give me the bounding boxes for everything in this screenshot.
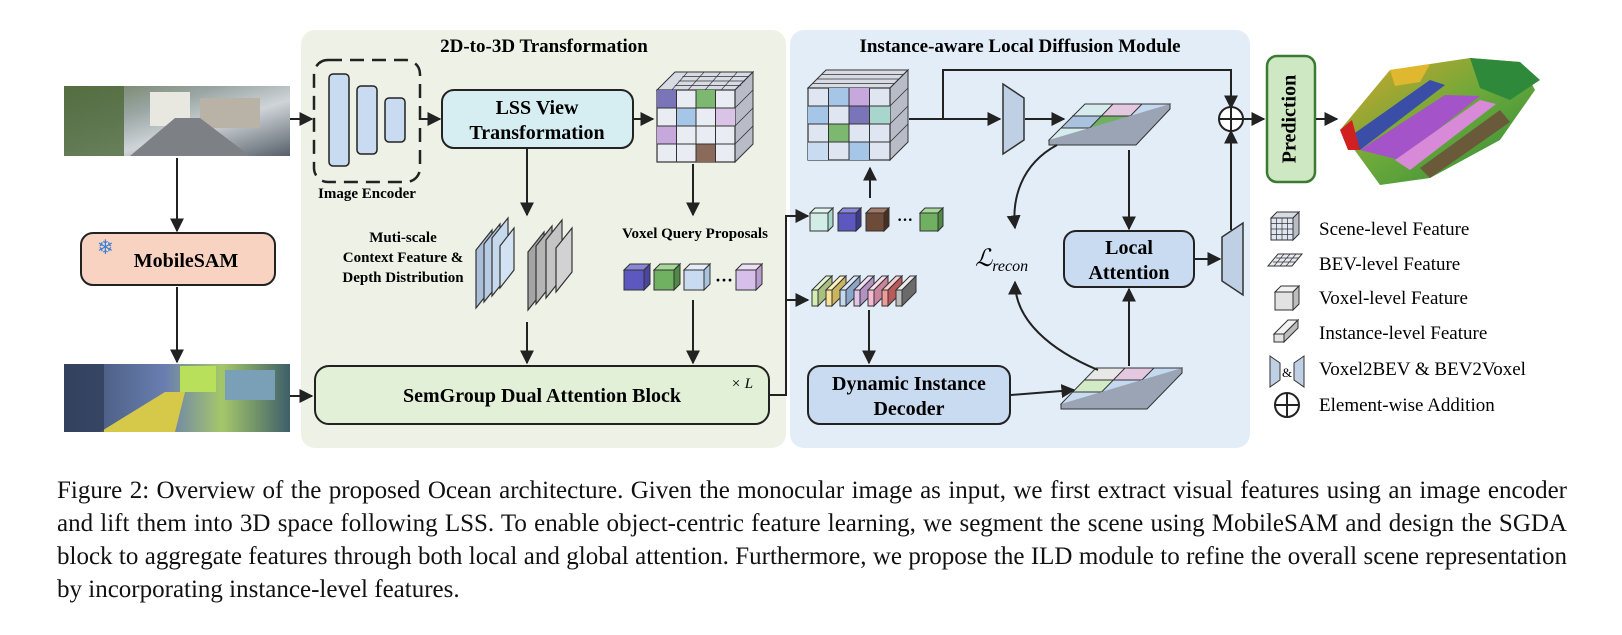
section-title-2d3d: 2D-to-3D Transformation — [440, 36, 648, 57]
scene-feature-cube-2 — [806, 68, 910, 162]
bev-grid-top — [1047, 103, 1172, 146]
svg-text:···: ··· — [897, 212, 913, 229]
voxel-query-label: Voxel Query Proposals — [622, 226, 768, 242]
segmented-image — [64, 364, 290, 432]
legend-label-0: Scene-level Feature — [1319, 219, 1469, 240]
voxel-cubes-row: ··· — [808, 206, 945, 233]
scene-feature-cube-1 — [655, 70, 755, 164]
mobilesam-label: MobileSAM — [134, 250, 239, 272]
mobilesam-box — [80, 232, 276, 286]
scene-grid-icon — [1269, 210, 1301, 242]
legend-label-4: Voxel2BEV & BEV2Voxel — [1319, 359, 1526, 380]
local-attention-box — [1063, 230, 1195, 288]
legend: Scene-level Feature BEV-level Feature Vo… — [1266, 210, 1526, 418]
decoder-label-line2: Decoder — [873, 398, 944, 420]
decoder-label-line1: Dynamic Instance — [832, 373, 986, 395]
dynamic-instance-decoder-box — [807, 365, 1011, 425]
multiscale-label-line3: Depth Distribution — [342, 270, 464, 286]
lss-label-line1: LSS View — [496, 97, 579, 119]
architecture-diagram: 2D-to-3D Transformation Instance-aware L… — [64, 30, 1540, 448]
legend-label-2: Voxel-level Feature — [1319, 288, 1468, 309]
figure-caption: Figure 2: Overview of the proposed Ocean… — [57, 477, 1567, 603]
bev-grid-icon — [1266, 253, 1304, 267]
legend-label-1: BEV-level Feature — [1319, 254, 1460, 275]
legend-label-3: Instance-level Feature — [1319, 323, 1487, 344]
lss-view-transformation-box — [441, 89, 634, 149]
bev2voxel-module — [1221, 221, 1244, 297]
sgda-label: SemGroup Dual Attention Block — [403, 385, 682, 407]
voxel2bev-module — [1002, 82, 1025, 156]
svg-text:&: & — [1282, 365, 1292, 380]
prediction-box — [1265, 54, 1317, 184]
local-attention-line1: Local — [1105, 237, 1153, 259]
voxel-query-cubes: ··· — [622, 262, 764, 292]
depth-distribution-stack-grey — [527, 218, 573, 312]
sgda-block — [314, 365, 770, 425]
local-attention-line2: Attention — [1088, 262, 1169, 284]
voxel-cube-icon — [1273, 284, 1301, 312]
prediction-label: Prediction — [1279, 75, 1301, 164]
multiscale-label-line2: Context Feature & — [343, 250, 464, 266]
instance-bar-icon — [1272, 318, 1300, 344]
svg-text:···: ··· — [715, 270, 733, 290]
multiscale-label-line1: Muti-scale — [369, 230, 437, 246]
section-title-ild: Instance-aware Local Diffusion Module — [859, 36, 1180, 57]
image-encoder — [312, 58, 422, 184]
circle-plus-icon — [1274, 392, 1300, 418]
snowflake-icon: ❄ — [97, 237, 114, 259]
image-encoder-label: Image Encoder — [318, 186, 416, 202]
prediction-occupancy — [1340, 58, 1540, 185]
loss-recon: ℒrecon — [975, 246, 1028, 275]
input-image — [64, 86, 290, 156]
lss-label-line2: Transformation — [469, 122, 604, 144]
context-feature-stack-blue — [475, 216, 515, 310]
times-l-label: × L — [731, 376, 753, 392]
instance-feature-bars — [810, 274, 918, 308]
legend-label-5: Element-wise Addition — [1319, 395, 1495, 416]
element-wise-addition — [1218, 106, 1244, 132]
voxel2bev-icon: & — [1269, 355, 1305, 388]
